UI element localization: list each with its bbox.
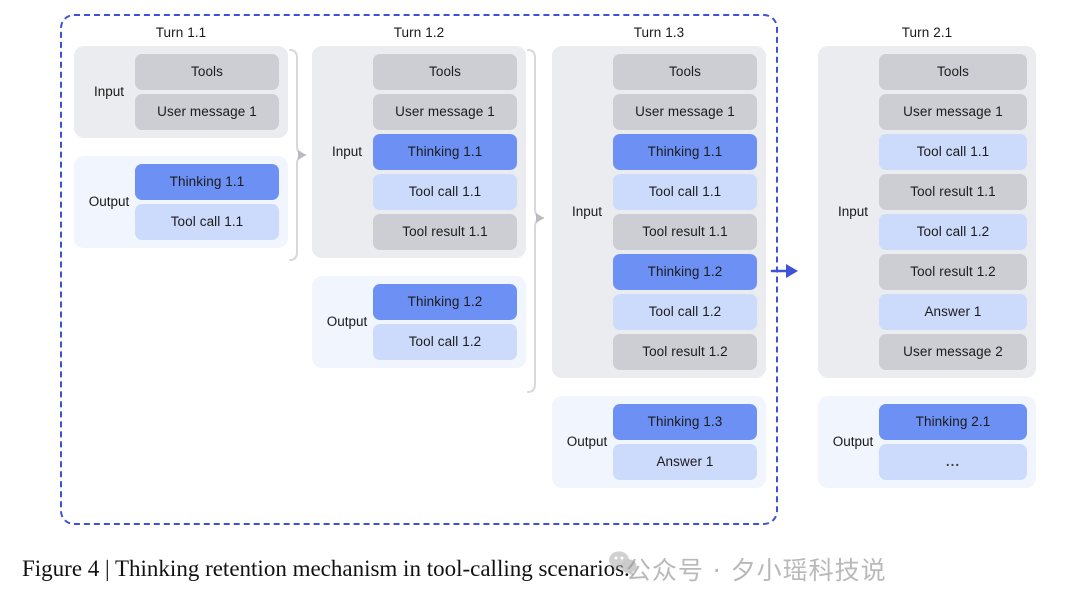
output-label: Output xyxy=(832,433,874,449)
figure-diagram: Turn 1.1 Input Tools User message 1 Outp… xyxy=(60,14,1036,525)
list-item[interactable]: Tool result 1.1 xyxy=(373,214,517,250)
list-item[interactable]: Tool call 1.2 xyxy=(613,294,757,330)
input-panel: Input Tools User message 1 xyxy=(74,46,288,138)
input-panel: Input Tools User message 1 Tool call 1.1… xyxy=(818,46,1036,378)
list-item[interactable]: Answer 1 xyxy=(613,444,757,480)
wechat-bubble-icon xyxy=(608,551,637,576)
list-item[interactable]: Tool result 1.2 xyxy=(879,254,1027,290)
input-items: Tools User message 1 xyxy=(135,54,279,130)
output-panel: Output Thinking 2.1 ... xyxy=(818,396,1036,488)
list-item[interactable]: Tool call 1.1 xyxy=(373,174,517,210)
figure-caption: Figure 4 | Thinking retention mechanism … xyxy=(22,548,1062,590)
list-item[interactable]: Tool result 1.2 xyxy=(613,334,757,370)
turn-column-4: Turn 2.1 Input Tools User message 1 Tool… xyxy=(818,24,1036,488)
input-items: Tools User message 1 Thinking 1.1 Tool c… xyxy=(373,54,517,250)
input-label: Input xyxy=(837,203,869,219)
brace-turn12-to-turn13 xyxy=(527,49,545,393)
turn-column-1: Turn 1.1 Input Tools User message 1 Outp… xyxy=(74,24,288,248)
output-panel: Output Thinking 1.3 Answer 1 xyxy=(552,396,766,488)
list-item[interactable]: Tools xyxy=(613,54,757,90)
turn-title: Turn 1.1 xyxy=(155,25,207,40)
list-item[interactable]: ... xyxy=(879,444,1027,480)
panel-spacer xyxy=(312,258,526,276)
input-label: Input xyxy=(331,143,363,159)
list-item[interactable]: User message 1 xyxy=(613,94,757,130)
list-item[interactable]: Thinking 1.2 xyxy=(373,284,517,320)
input-label: Input xyxy=(93,83,125,99)
list-item[interactable]: Tool call 1.1 xyxy=(613,174,757,210)
list-item[interactable]: User message 1 xyxy=(135,94,279,130)
output-items: Thinking 1.3 Answer 1 xyxy=(613,404,757,480)
input-label: Input xyxy=(571,203,603,219)
list-item[interactable]: Tools xyxy=(135,54,279,90)
input-panel: Input Tools User message 1 Thinking 1.1 … xyxy=(552,46,766,378)
panel-spacer xyxy=(74,138,288,156)
list-item[interactable]: Tool call 1.1 xyxy=(879,134,1027,170)
list-item[interactable]: Tools xyxy=(879,54,1027,90)
output-items: Thinking 1.2 Tool call 1.2 xyxy=(373,284,517,360)
list-item[interactable]: Answer 1 xyxy=(879,294,1027,330)
input-items: Tools User message 1 Tool call 1.1 Tool … xyxy=(879,54,1027,370)
list-item[interactable]: Thinking 1.1 xyxy=(613,134,757,170)
output-label: Output xyxy=(88,193,130,209)
list-item[interactable]: Tool call 1.2 xyxy=(879,214,1027,250)
list-item[interactable]: Thinking 2.1 xyxy=(879,404,1027,440)
turn-title: Turn 1.2 xyxy=(393,25,445,40)
output-label: Output xyxy=(326,313,368,329)
output-panel: Output Thinking 1.1 Tool call 1.1 xyxy=(74,156,288,248)
input-items: Tools User message 1 Thinking 1.1 Tool c… xyxy=(613,54,757,370)
turn-title: Turn 1.3 xyxy=(633,25,685,40)
turn-column-2: Turn 1.2 Input Tools User message 1 Thin… xyxy=(312,24,526,368)
arrow-turn13-to-turn21 xyxy=(770,264,798,278)
list-item[interactable]: User message 1 xyxy=(879,94,1027,130)
list-item[interactable]: User message 1 xyxy=(373,94,517,130)
turn-title: Turn 2.1 xyxy=(901,25,953,40)
list-item[interactable]: Thinking 1.2 xyxy=(613,254,757,290)
list-item[interactable]: Tool call 1.1 xyxy=(135,204,279,240)
list-item[interactable]: Tool result 1.1 xyxy=(613,214,757,250)
output-items: Thinking 1.1 Tool call 1.1 xyxy=(135,164,279,240)
watermark-text: 公众号 · 夕小瑶科技说 xyxy=(625,556,887,585)
list-item[interactable]: Thinking 1.1 xyxy=(135,164,279,200)
watermark: 公众号 · 夕小瑶科技说 xyxy=(608,551,887,587)
panel-spacer xyxy=(818,378,1036,396)
output-items: Thinking 2.1 ... xyxy=(879,404,1027,480)
panel-spacer xyxy=(552,378,766,396)
list-item[interactable]: Tools xyxy=(373,54,517,90)
turn-column-3: Turn 1.3 Input Tools User message 1 Thin… xyxy=(552,24,766,488)
list-item[interactable]: Tool result 1.1 xyxy=(879,174,1027,210)
input-panel: Input Tools User message 1 Thinking 1.1 … xyxy=(312,46,526,258)
output-label: Output xyxy=(566,433,608,449)
output-panel: Output Thinking 1.2 Tool call 1.2 xyxy=(312,276,526,368)
list-item[interactable]: Tool call 1.2 xyxy=(373,324,517,360)
list-item[interactable]: Thinking 1.1 xyxy=(373,134,517,170)
list-item[interactable]: User message 2 xyxy=(879,334,1027,370)
caption-text: Figure 4 | Thinking retention mechanism … xyxy=(22,556,630,581)
list-item[interactable]: Thinking 1.3 xyxy=(613,404,757,440)
